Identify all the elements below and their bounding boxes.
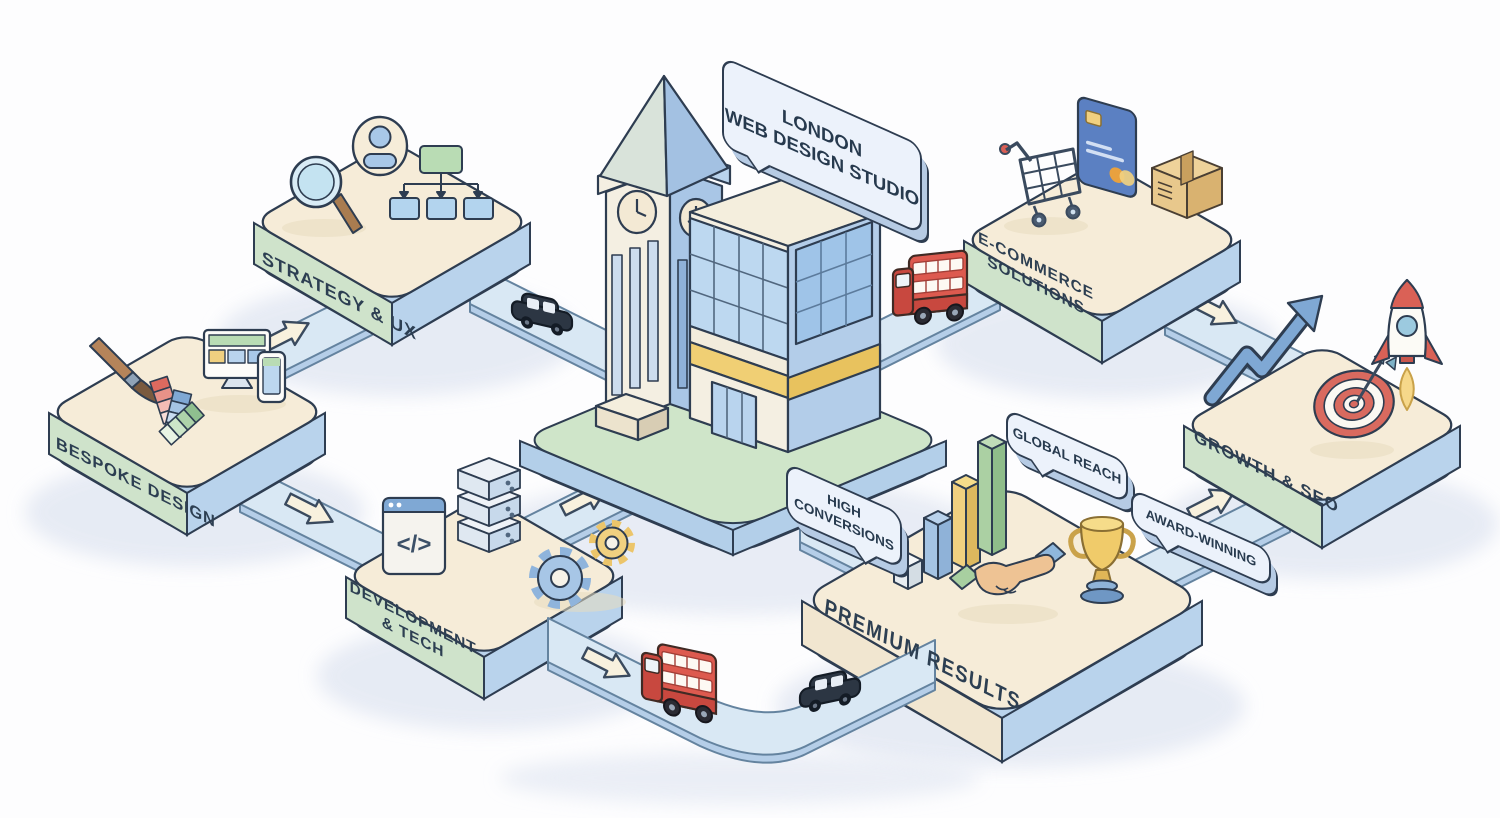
- sitemap-icon: [389, 145, 494, 220]
- handshake-icon: [949, 542, 1066, 596]
- tower-pedestal: [594, 392, 670, 442]
- gears-icon: [529, 520, 635, 609]
- paintbrush-icon: [89, 337, 161, 405]
- road-development-premium-curved: [547, 617, 936, 764]
- rocket-icon: [1371, 278, 1443, 411]
- ecommerce-icons: [999, 96, 1223, 235]
- server-stack-icon: [457, 457, 521, 553]
- monitor-phone-mockup-icon: [202, 328, 287, 404]
- color-swatches-icon: [149, 375, 205, 446]
- target-icon: [1313, 350, 1397, 439]
- office-building: [688, 178, 882, 454]
- parcel-box-icon: [1151, 150, 1223, 219]
- development-icons: </>: [381, 457, 635, 612]
- shopping-cart-icon: [999, 141, 1082, 228]
- code-glyph: </>: [397, 531, 432, 558]
- growth-arrow-icon: [1203, 294, 1324, 407]
- trophy-icon: [1068, 516, 1136, 604]
- bespoke-icons: [89, 328, 287, 446]
- credit-card-icon: [1076, 96, 1138, 198]
- double-decker-bus-icon: [891, 249, 969, 329]
- user-avatar-icon: [351, 115, 409, 177]
- strategy-icons: [282, 115, 494, 237]
- tower-spire: [598, 74, 669, 198]
- bar-chart-icon: [893, 434, 1007, 590]
- code-window-icon: </>: [381, 496, 447, 576]
- magnifying-glass-icon: [289, 155, 363, 234]
- premium-icons: [893, 434, 1136, 624]
- growth-icons: [1203, 278, 1443, 459]
